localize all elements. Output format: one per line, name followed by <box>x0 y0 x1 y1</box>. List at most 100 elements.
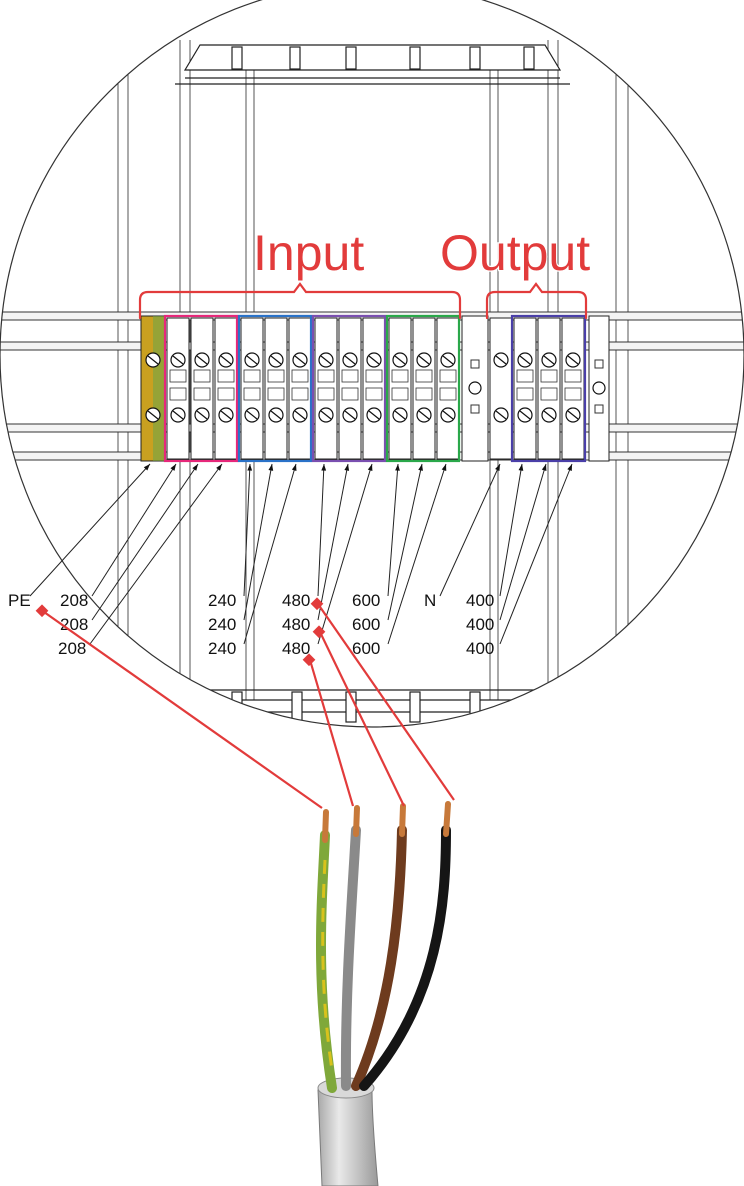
terminal-slot-bottom <box>217 387 235 401</box>
screw-slot <box>246 410 258 420</box>
label-n: N <box>424 591 436 610</box>
label-pe: PE <box>8 591 31 610</box>
terminal-slot-top <box>391 369 409 383</box>
pointer-line <box>387 463 399 597</box>
screw-slot <box>196 410 208 420</box>
terminal-slot-bottom <box>365 387 383 401</box>
screw-slot <box>344 355 356 365</box>
terminal-slot-bottom <box>391 387 409 401</box>
screw-slot <box>442 355 454 365</box>
label-400-2: 400 <box>466 615 494 634</box>
terminal-slot-top <box>540 369 558 383</box>
pointer-line <box>91 463 199 621</box>
screw-slot <box>442 410 454 420</box>
terminal-slot-bottom <box>243 387 261 401</box>
connector-480-2 <box>319 631 405 807</box>
pointer-line <box>243 463 297 645</box>
screw-slot <box>567 355 579 365</box>
wire-black <box>359 825 451 1091</box>
label-240-1: 240 <box>208 591 236 610</box>
pointer-arrowhead <box>567 464 572 471</box>
pointer-arrowhead <box>291 464 297 471</box>
terminal-slot-bottom <box>341 387 359 401</box>
screw-slot <box>172 355 184 365</box>
screw-slot <box>320 355 332 365</box>
label-208-2: 208 <box>60 615 88 634</box>
pointer-line <box>317 463 373 645</box>
screw-slot <box>519 355 531 365</box>
screw-slot <box>368 410 380 420</box>
pointer-line <box>91 463 177 597</box>
pointer-arrowhead <box>367 464 373 471</box>
screw-slot <box>246 355 258 365</box>
marker-pe <box>35 604 49 618</box>
label-600-1: 600 <box>352 591 380 610</box>
label-600-3: 600 <box>352 639 380 658</box>
terminal-slot-bottom <box>415 387 433 401</box>
screw-slot <box>270 410 282 420</box>
pointer-line <box>29 463 151 597</box>
copper-tip-4 <box>443 801 451 837</box>
pointer-line <box>243 463 273 621</box>
pointer-arrowhead <box>268 464 274 471</box>
pointer-line <box>317 463 349 621</box>
label-240-2: 240 <box>208 615 236 634</box>
terminal-slot-top <box>341 369 359 383</box>
screw-slot <box>495 410 507 420</box>
pointer-line <box>89 463 223 645</box>
wire-yellow-stripe <box>321 859 334 1071</box>
cable <box>316 801 451 1186</box>
label-400-1: 400 <box>466 591 494 610</box>
pointer-arrowhead <box>192 464 198 471</box>
pointer-line <box>243 463 251 597</box>
screw-slot <box>294 410 306 420</box>
pointer-arrowhead <box>321 464 327 471</box>
copper-tip-1 <box>322 809 329 843</box>
connector-markers <box>35 597 326 667</box>
input-heading: Input <box>253 225 364 281</box>
pointer-arrowhead <box>441 464 447 471</box>
wire-grey <box>340 825 361 1091</box>
pointer-arrowhead <box>418 464 423 471</box>
terminal-slot-bottom <box>564 387 582 401</box>
terminal-slot-bottom <box>317 387 335 401</box>
pointer-line <box>499 463 547 621</box>
wire-brown <box>351 825 407 1091</box>
pointer-line <box>317 463 325 597</box>
connector-480-1 <box>317 603 455 801</box>
screw-slot <box>394 410 406 420</box>
pointer-arrowhead <box>395 464 400 471</box>
pointer-arrowhead <box>170 464 176 471</box>
n-terminal <box>489 317 513 460</box>
group-208-outline <box>163 314 239 463</box>
pointer-arrowhead <box>518 464 524 471</box>
terminal-slot-top <box>516 369 534 383</box>
stopper-slot <box>470 359 480 369</box>
screw-slot <box>294 355 306 365</box>
label-480-1: 480 <box>282 591 310 610</box>
terminal-slot-top <box>564 369 582 383</box>
screw-slot <box>172 410 184 420</box>
label-208-3: 208 <box>58 639 86 658</box>
terminal-slot-top <box>169 369 187 383</box>
terminal-slot-top <box>243 369 261 383</box>
output-bracket <box>485 282 588 320</box>
stopper-screw-icon <box>468 381 482 395</box>
screw-slot <box>394 355 406 365</box>
pointer-arrowhead <box>143 464 150 471</box>
terminal-slot-bottom <box>540 387 558 401</box>
stopper-slot <box>594 404 604 414</box>
connector-pe <box>43 611 323 809</box>
marker-480-3 <box>302 653 316 667</box>
label-208-1: 208 <box>60 591 88 610</box>
pointer-line <box>499 463 573 645</box>
terminal-slot-bottom <box>291 387 309 401</box>
label-600-2: 600 <box>352 615 380 634</box>
screw-slot <box>567 410 579 420</box>
screw-slot <box>418 355 430 365</box>
label-400-3: 400 <box>466 639 494 658</box>
pointer-arrowhead <box>344 464 350 471</box>
screw-slot <box>147 355 159 365</box>
